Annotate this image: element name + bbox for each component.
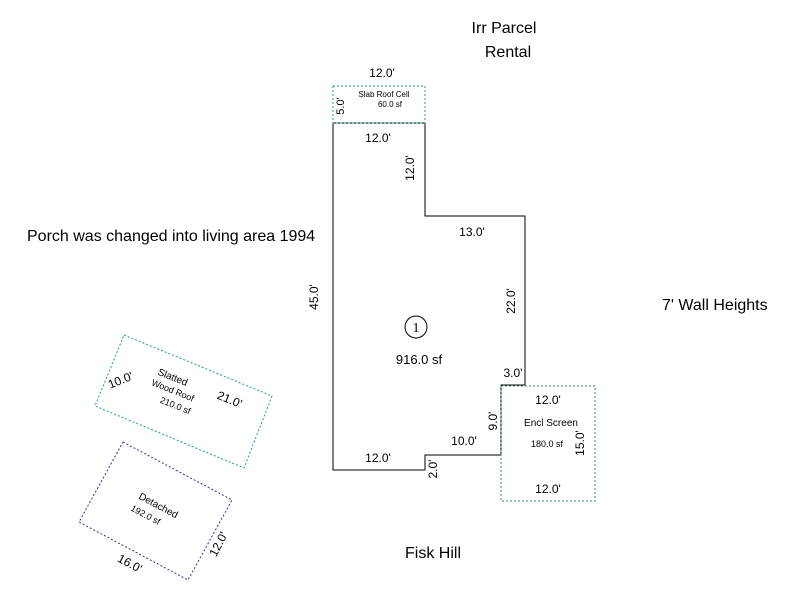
main-dim-notch-vertical: 12.0': [403, 155, 417, 181]
main-area-outline: [332, 122, 526, 471]
encl-screen-bottom: 12.0': [535, 482, 561, 496]
main-dim-right-step: 3.0': [504, 366, 523, 380]
main-dim-top: 12.0': [365, 131, 391, 145]
main-dim-right: 22.0': [504, 288, 518, 314]
area-number-circle: [404, 315, 428, 339]
main-dim-bottom: 12.0': [365, 451, 391, 465]
slatted-roof-short-side: 10.0': [106, 369, 135, 392]
slab-roof-name: Slab Roof Cell: [358, 90, 409, 99]
encl-screen-top: 12.0': [535, 393, 561, 407]
slab-roof-height: 5.0': [335, 97, 347, 114]
parcel-note-line2: Rental: [485, 44, 531, 61]
encl-screen-outline: [500, 385, 596, 502]
encl-screen-name: Encl Screen: [524, 418, 578, 429]
encl-screen-side: 15.0': [573, 430, 587, 456]
main-dim-left: 45.0': [307, 284, 321, 310]
parcel-note-line1: Irr Parcel: [472, 20, 537, 37]
main-area-sf: 916.0 sf: [396, 352, 443, 367]
detached-short-side: 12.0': [206, 530, 230, 559]
wall-heights-note: 7' Wall Heights: [662, 297, 768, 314]
detached-outline: [78, 441, 233, 581]
slab-roof-area: 60.0 sf: [378, 100, 403, 109]
porch-note: Porch was changed into living area 1994: [27, 228, 315, 245]
encl-screen-area: 180.0 sf: [531, 439, 564, 449]
slatted-roof-long-side: 21.0': [215, 388, 244, 411]
area-number: 1: [413, 321, 420, 336]
main-dim-upper-right: 13.0': [459, 225, 485, 239]
main-dim-bottom-step-horizontal: 10.0': [451, 434, 477, 448]
slatted-roof-outline: [94, 334, 273, 469]
slab-roof-outline: [332, 85, 426, 124]
main-dim-bottom-step-vertical: 2.0': [426, 460, 440, 479]
slab-roof-width: 12.0': [369, 66, 395, 80]
street-name: Fisk Hill: [405, 545, 461, 562]
main-dim-lower-right-vertical: 9.0': [486, 412, 500, 431]
